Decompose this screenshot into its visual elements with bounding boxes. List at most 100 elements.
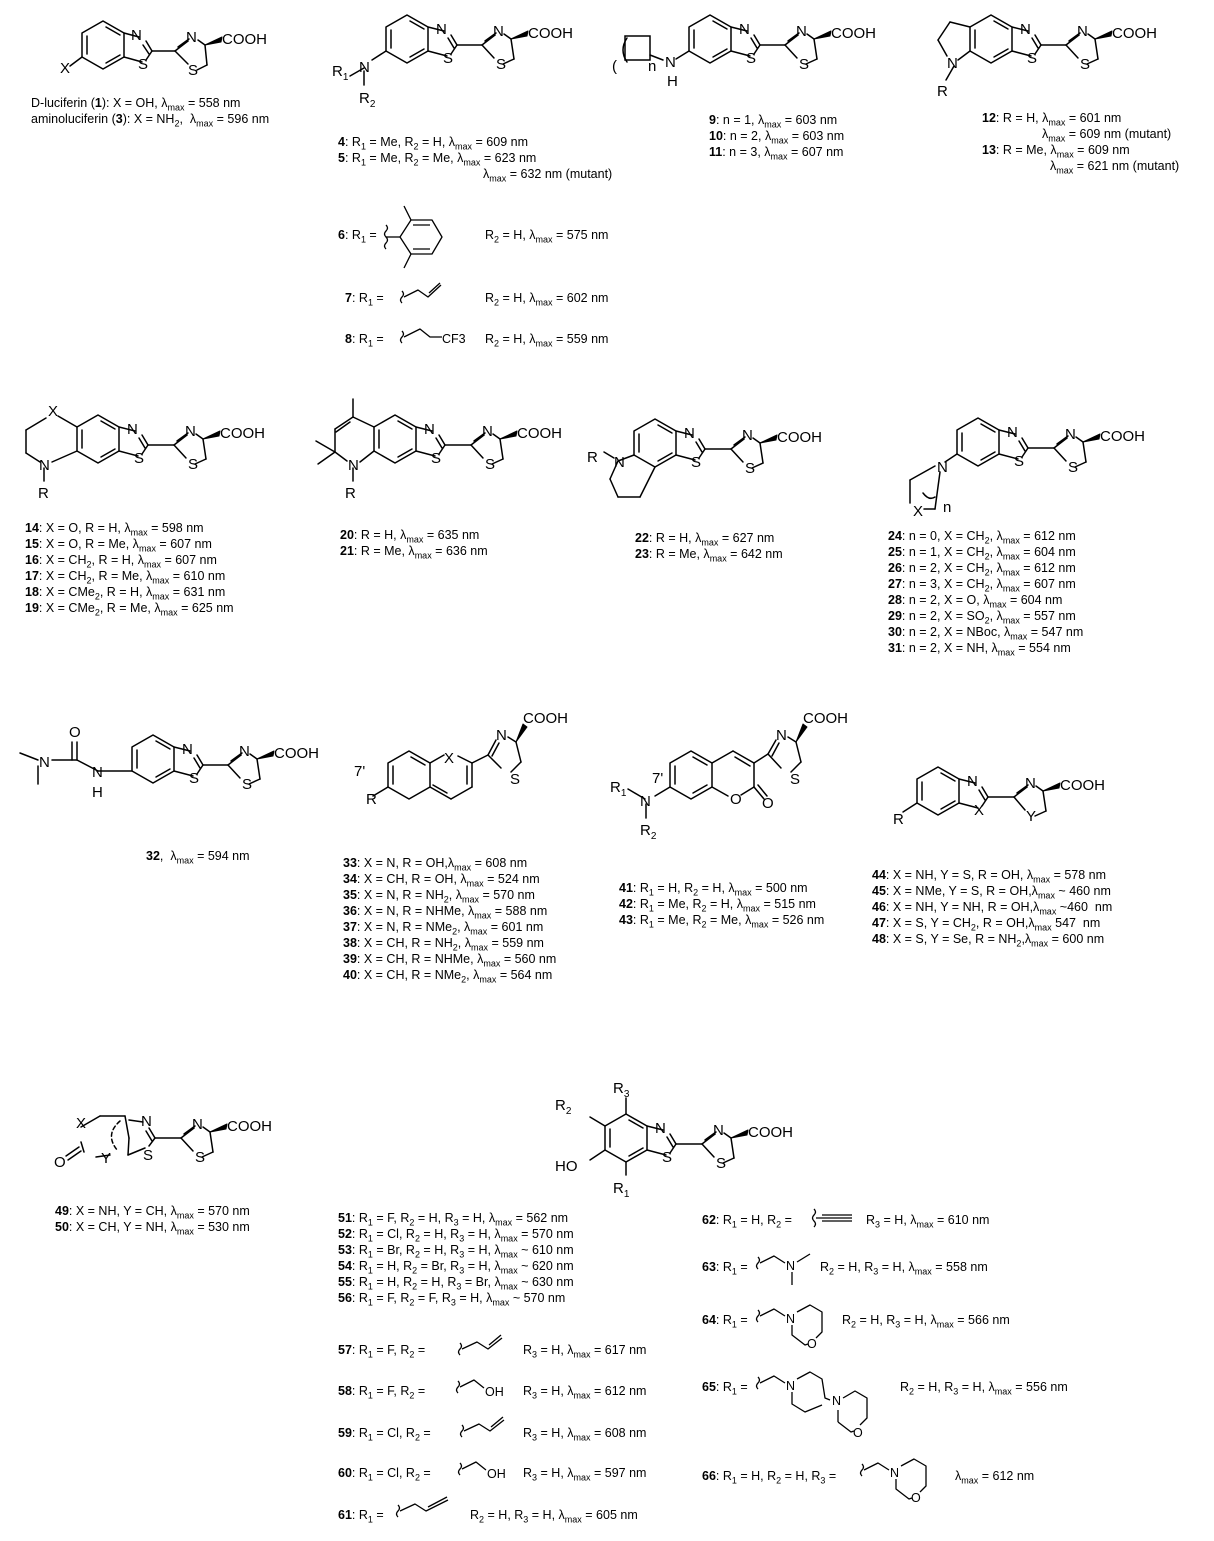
svg-text:O: O bbox=[69, 724, 81, 741]
svg-text:R: R bbox=[587, 449, 598, 466]
svg-text:N: N bbox=[614, 454, 625, 471]
svg-text:S: S bbox=[496, 56, 506, 73]
substituent-61-rest: R2 = H, R3 = H, λmax = 605 nm bbox=[470, 1508, 638, 1525]
substituent-63-rest: R2 = H, R3 = H, λmax = 558 nm bbox=[820, 1260, 988, 1277]
svg-text:COOH: COOH bbox=[523, 710, 568, 727]
svg-text:S: S bbox=[443, 50, 453, 67]
svg-text:H: H bbox=[92, 784, 103, 801]
caption-group-9-11: 9: n = 1, λmax = 603 nm 10: n = 2, λmax … bbox=[709, 113, 845, 162]
svg-text:COOH: COOH bbox=[1112, 25, 1157, 42]
caption-group-4-5: 4: R1 = Me, R2 = H, λmax = 609 nm 5: R1 … bbox=[338, 135, 613, 184]
substituent-59-rest: R3 = H, λmax = 608 nm bbox=[523, 1426, 647, 1443]
substituent-6-label: 6: R1 = bbox=[338, 228, 377, 245]
svg-text:N: N bbox=[185, 423, 196, 440]
svg-text:N: N bbox=[713, 1122, 724, 1139]
svg-text:N: N bbox=[786, 1379, 795, 1393]
substituent-8-rest: R2 = H, λmax = 559 nm bbox=[485, 332, 609, 349]
svg-text:n: n bbox=[943, 499, 951, 516]
caption-group-22-23: 22: R = H, λmax = 627 nm 23: R = Me, λma… bbox=[635, 531, 783, 564]
svg-text:N: N bbox=[496, 727, 507, 744]
svg-text:O: O bbox=[853, 1426, 863, 1440]
svg-text:S: S bbox=[188, 456, 198, 473]
svg-text:N: N bbox=[436, 21, 447, 38]
svg-text:R: R bbox=[38, 485, 49, 502]
caption-group-33-40: 33: X = N, R = OH,λmax = 608 nm 34: X = … bbox=[343, 856, 557, 985]
svg-text:N: N bbox=[665, 54, 676, 71]
svg-text:N: N bbox=[655, 1120, 666, 1137]
substituent-59-label: 59: R1 = Cl, R2 = bbox=[338, 1426, 431, 1443]
caption-group-20-21: 20: R = H, λmax = 635 nm 21: R = Me, λma… bbox=[340, 528, 488, 561]
svg-text:N: N bbox=[742, 427, 753, 444]
svg-text:S: S bbox=[1027, 50, 1037, 67]
svg-text:S: S bbox=[188, 62, 198, 79]
svg-text:R: R bbox=[893, 811, 904, 828]
substituent-64-label: 64: R1 = bbox=[702, 1313, 748, 1330]
substituent-8-label: 8: R1 = bbox=[345, 332, 384, 349]
svg-text:N: N bbox=[640, 793, 651, 810]
svg-text:N: N bbox=[1020, 21, 1031, 38]
svg-text:O: O bbox=[54, 1154, 66, 1171]
svg-text:COOH: COOH bbox=[227, 1118, 272, 1135]
caption-group-12-13: 12: R = H, λmax = 601 nm λmax = 609 nm (… bbox=[982, 111, 1180, 176]
substituent-60-rest: R3 = H, λmax = 597 nm bbox=[523, 1466, 647, 1483]
svg-text:N: N bbox=[131, 27, 142, 44]
svg-text:COOH: COOH bbox=[748, 1124, 793, 1141]
svg-text:N: N bbox=[1025, 775, 1036, 792]
svg-text:N: N bbox=[182, 741, 193, 758]
svg-text:X: X bbox=[913, 503, 923, 520]
svg-text:S: S bbox=[716, 1155, 726, 1172]
svg-text:S: S bbox=[510, 771, 520, 788]
svg-text:Y: Y bbox=[101, 1150, 111, 1167]
svg-text:N: N bbox=[890, 1466, 899, 1480]
svg-text:N: N bbox=[832, 1394, 841, 1408]
svg-text:S: S bbox=[1068, 459, 1078, 476]
svg-text:S: S bbox=[799, 56, 809, 73]
svg-text:N: N bbox=[786, 1312, 795, 1326]
svg-text:n: n bbox=[648, 58, 656, 75]
substituent-57-rest: R3 = H, λmax = 617 nm bbox=[523, 1343, 647, 1360]
svg-text:N: N bbox=[127, 421, 138, 438]
svg-text:O: O bbox=[730, 791, 742, 808]
svg-text:N: N bbox=[141, 1113, 152, 1130]
svg-text:S: S bbox=[242, 776, 252, 793]
substituent-62-label: 62: R1 = H, R2 = bbox=[702, 1213, 792, 1230]
svg-text:N: N bbox=[1065, 426, 1076, 443]
svg-text:COOH: COOH bbox=[528, 25, 573, 42]
svg-text:R: R bbox=[345, 485, 356, 502]
substituent-7-rest: R2 = H, λmax = 602 nm bbox=[485, 291, 609, 308]
caption-group-14-19: 14: X = O, R = H, λmax = 598 nm 15: X = … bbox=[25, 521, 234, 618]
svg-text:S: S bbox=[485, 456, 495, 473]
svg-text:N: N bbox=[39, 754, 50, 771]
caption-group-44-48: 44: X = NH, Y = S, R = OH, λmax = 578 nm… bbox=[872, 868, 1113, 949]
svg-text:X: X bbox=[48, 403, 58, 420]
svg-text:R: R bbox=[937, 83, 948, 100]
svg-text:OH: OH bbox=[487, 1467, 506, 1481]
svg-text:N: N bbox=[239, 743, 250, 760]
caption-group-41-43: 41: R1 = H, R2 = H, λmax = 500 nm 42: R1… bbox=[619, 881, 825, 930]
svg-text:N: N bbox=[348, 457, 359, 474]
svg-text:COOH: COOH bbox=[803, 710, 848, 727]
svg-text:OH: OH bbox=[485, 1385, 504, 1399]
svg-text:O: O bbox=[762, 795, 774, 812]
svg-text:N: N bbox=[947, 55, 958, 72]
substituent-57-label: 57: R1 = F, R2 = bbox=[338, 1343, 426, 1360]
svg-text:COOH: COOH bbox=[274, 745, 319, 762]
svg-text:S: S bbox=[746, 50, 756, 67]
svg-text:O: O bbox=[911, 1491, 921, 1505]
substituent-65-rest: R2 = H, R3 = H, λmax = 556 nm bbox=[900, 1380, 1068, 1397]
